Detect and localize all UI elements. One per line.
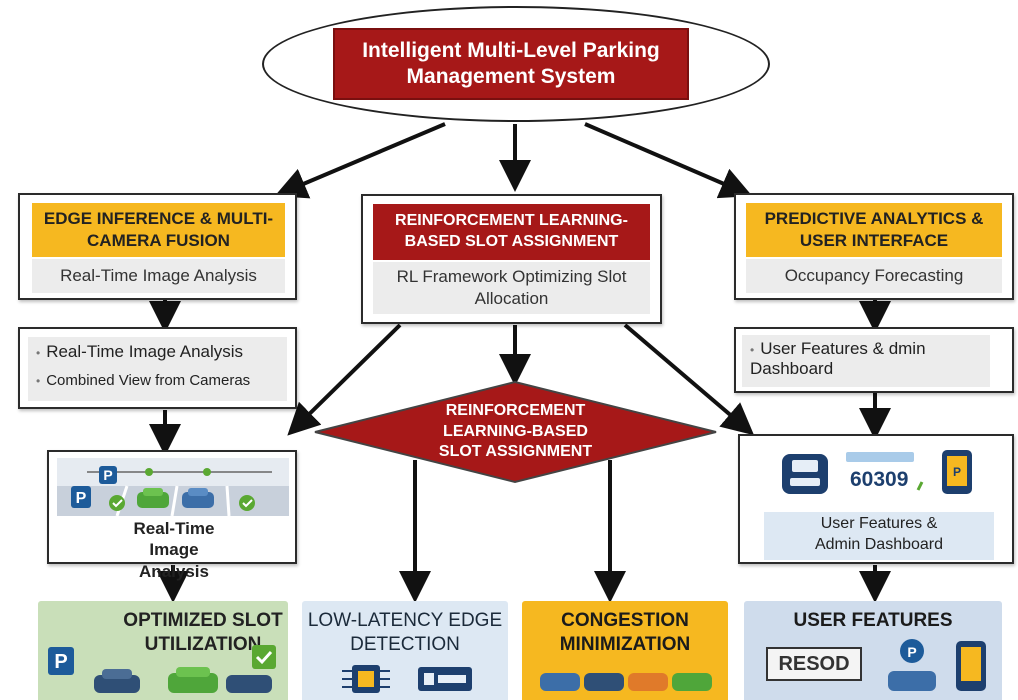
parking-lot-illustration: P P <box>57 458 289 517</box>
outcome-congestion: CONGESTION MINIMIZATION <box>522 601 728 700</box>
blue-car-icon <box>182 488 214 508</box>
image-analysis-card: P P Real-Time Image Analysis <box>47 450 297 581</box>
green-car-icon <box>137 488 169 508</box>
edge-inference-card: EDGE INFERENCE & MULTI-CAMERA FUSION Rea… <box>18 193 297 300</box>
bullet-combined-view: Combined View from Cameras <box>28 372 287 390</box>
edge-inference-header: EDGE INFERENCE & MULTI-CAMERA FUSION <box>32 203 285 257</box>
outcome-user-features: USER FEATURES RESOD P <box>744 601 1002 700</box>
mobile-parking-icon: P <box>888 639 986 691</box>
camera-fusion-list: Real-Time Image Analysis Combined View f… <box>18 327 297 409</box>
dashboard-illustration: P 60309 <box>746 440 1008 506</box>
bullet-real-time-analysis: Real-Time Image Analysis <box>28 342 287 362</box>
predictive-analytics-header: PREDICTIVE ANALYTICS & USER INTERFACE <box>746 203 1002 257</box>
image-analysis-caption: Real-Time Image Analysis <box>133 519 215 581</box>
reserved-sign: RESOD <box>766 647 862 681</box>
edge-inference-subtitle: Real-Time Image Analysis <box>32 259 285 293</box>
rl-diamond-label: REINFORCEMENT LEARNING-BASED SLOT ASSIGN… <box>438 401 593 461</box>
svg-text:P: P <box>54 651 67 673</box>
edge-chip-icon <box>342 665 472 693</box>
user-features-list: User Features & dmin Dashboard <box>734 327 1014 393</box>
outcome-user-features-title: USER FEATURES <box>793 610 953 631</box>
check-icon <box>109 495 255 511</box>
user-features-caption: User Features & Admin Dashboard <box>764 512 994 560</box>
occupancy-forecasting-subtitle: Occupancy Forecasting <box>746 259 1002 293</box>
traffic-cars-icon <box>540 673 712 691</box>
parking-sign-icon: P P <box>71 466 117 508</box>
rl-decision-diamond: REINFORCEMENT LEARNING-BASED SLOT ASSIGN… <box>313 380 718 484</box>
svg-text:P: P <box>103 467 112 483</box>
parking-station-icon <box>782 454 828 494</box>
outcome-optimized-slot-title: OPTIMIZED SLOT UTILIZATION <box>123 610 283 655</box>
outcome-low-latency-title: LOW-LATENCY EDGE DETECTION <box>307 610 503 655</box>
rl-slot-assignment-card: REINFORCEMENT LEARNING-BASED SLOT ASSIGN… <box>361 194 662 324</box>
outcome-optimized-slot: OPTIMIZED SLOT UTILIZATION P <box>38 601 288 700</box>
occupancy-counter: 60309 <box>850 468 909 491</box>
svg-text:P: P <box>907 644 916 660</box>
user-features-card: P 60309 User Features & Admin Dashboard <box>738 434 1014 564</box>
system-title: Intelligent Multi-Level Parking Manageme… <box>333 28 689 100</box>
svg-text:P: P <box>953 465 961 479</box>
rl-framework-subtitle: RL Framework Optimizing Slot Allocation <box>373 262 650 314</box>
outcome-low-latency: LOW-LATENCY EDGE DETECTION <box>302 601 508 700</box>
rl-slot-assignment-header: REINFORCEMENT LEARNING-BASED SLOT ASSIGN… <box>373 204 650 260</box>
svg-text:P: P <box>76 490 87 507</box>
parking-cars-icon: P <box>48 645 276 693</box>
phone-icon: P <box>942 450 972 494</box>
outcome-congestion-title: CONGESTION MINIMIZATION <box>559 610 691 655</box>
predictive-analytics-card: PREDICTIVE ANALYTICS & USER INTERFACE Oc… <box>734 193 1014 300</box>
bullet-user-features-dashboard: User Features & dmin Dashboard <box>742 339 990 380</box>
